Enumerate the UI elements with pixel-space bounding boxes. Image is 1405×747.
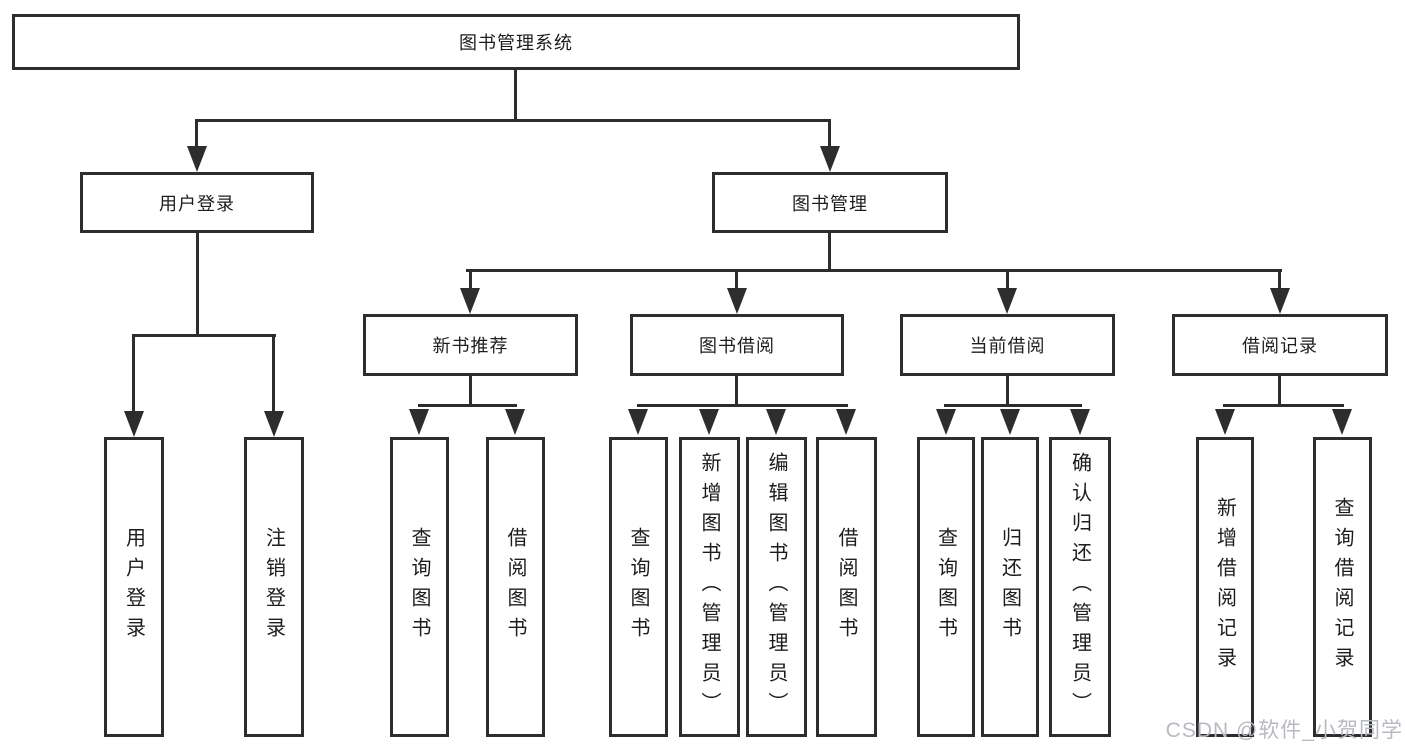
down-arrowhead-icon [727,288,747,314]
connector-userlogin-vline [196,233,199,337]
down-arrowhead-icon [264,411,284,437]
connector-root-drop-left [195,119,198,149]
leaf-edit-books-admin: 编辑图书（管理员） [746,437,807,737]
down-arrowhead-icon [124,411,144,437]
leaf-edit-books-admin-label: 编辑图书（管理员） [765,452,787,722]
leaf-query-borrow-record: 查询借阅记录 [1313,437,1372,737]
node-current-borrow-label: 当前借阅 [969,336,1046,356]
node-user-login-label: 用户登录 [159,193,235,214]
down-arrowhead-icon [409,409,429,435]
leaf-add-books-admin-label: 新增图书（管理员） [698,452,720,722]
leaf-query-borrow-record-label: 查询借阅记录 [1331,497,1353,677]
leaf-borrow-books: 借阅图书 [816,437,877,737]
connector-current-hline [944,404,1082,407]
down-arrowhead-icon [1215,409,1235,435]
connector-bookmgmt-drop-1 [469,269,472,291]
connector-userlogin-drop-right [272,334,275,412]
leaf-add-borrow-record-label: 新增借阅记录 [1213,497,1236,677]
connector-borrow-hline [637,404,848,407]
node-new-book-recommend-label: 新书推荐 [432,336,509,356]
node-book-management: 图书管理 [712,172,948,233]
connector-bookmgmt-vline [828,233,831,272]
leaf-query-books-recommend-label: 查询图书 [408,527,430,647]
leaf-return-books-label: 归还图书 [998,527,1021,647]
down-arrowhead-icon [836,409,856,435]
down-arrowhead-icon [936,409,956,435]
connector-bookmgmt-drop-4 [1278,269,1281,291]
node-current-borrow: 当前借阅 [900,314,1115,376]
down-arrowhead-icon [505,409,525,435]
connector-root-hline [195,119,831,122]
down-arrowhead-icon [1270,288,1290,314]
connector-newbooks-hline [418,404,517,407]
connector-bookmgmt-drop-3 [1006,269,1009,291]
connector-current-vline [1006,376,1009,406]
connector-userlogin-drop-left [132,334,135,412]
connector-root-drop-right [828,119,831,149]
node-borrow-records-label: 借阅记录 [1242,336,1318,356]
down-arrowhead-icon [1000,409,1020,435]
node-user-login: 用户登录 [80,172,314,233]
connector-records-vline [1278,376,1281,406]
down-arrowhead-icon [766,409,786,435]
leaf-query-books-borrow: 查询图书 [609,437,668,737]
leaf-user-login: 用户登录 [104,437,164,737]
connector-root-vline [514,68,517,121]
leaf-query-books-borrow-label: 查询图书 [627,527,649,647]
leaf-borrow-books-recommend: 借阅图书 [486,437,545,737]
connector-bookmgmt-hline [466,269,1282,272]
node-root-label: 图书管理系统 [459,33,573,53]
down-arrowhead-icon [820,146,840,172]
connector-records-hline [1223,404,1344,407]
leaf-user-login-label: 用户登录 [122,527,145,647]
node-borrow-records: 借阅记录 [1172,314,1388,376]
node-book-borrow-label: 图书借阅 [699,336,775,356]
down-arrowhead-icon [699,409,719,435]
leaf-logout: 注销登录 [244,437,304,737]
down-arrowhead-icon [628,409,648,435]
leaf-borrow-books-label: 借阅图书 [835,527,857,647]
down-arrowhead-icon [1070,409,1090,435]
leaf-borrow-books-recommend-label: 借阅图书 [504,527,526,647]
connector-bookmgmt-drop-2 [735,269,738,291]
down-arrowhead-icon [997,288,1017,314]
leaf-confirm-return-admin: 确认归还（管理员） [1049,437,1111,737]
down-arrowhead-icon [187,146,207,172]
down-arrowhead-icon [1332,409,1352,435]
connector-newbooks-vline [469,376,472,406]
down-arrowhead-icon [460,288,480,314]
connector-borrow-vline [735,376,738,406]
leaf-query-books-current-label: 查询图书 [934,527,957,647]
leaf-return-books: 归还图书 [981,437,1039,737]
leaf-logout-label: 注销登录 [262,527,285,647]
watermark: CSDN @软件_小贺同学 [1165,719,1403,742]
leaf-query-books-recommend: 查询图书 [390,437,449,737]
leaf-add-books-admin: 新增图书（管理员） [679,437,740,737]
leaf-query-books-current: 查询图书 [917,437,975,737]
leaf-confirm-return-admin-label: 确认归还（管理员） [1068,452,1091,722]
connector-userlogin-hline [132,334,276,337]
node-new-book-recommend: 新书推荐 [363,314,578,376]
leaf-add-borrow-record: 新增借阅记录 [1196,437,1254,737]
node-book-borrow: 图书借阅 [630,314,844,376]
node-root: 图书管理系统 [12,14,1020,70]
node-book-management-label: 图书管理 [792,193,868,214]
